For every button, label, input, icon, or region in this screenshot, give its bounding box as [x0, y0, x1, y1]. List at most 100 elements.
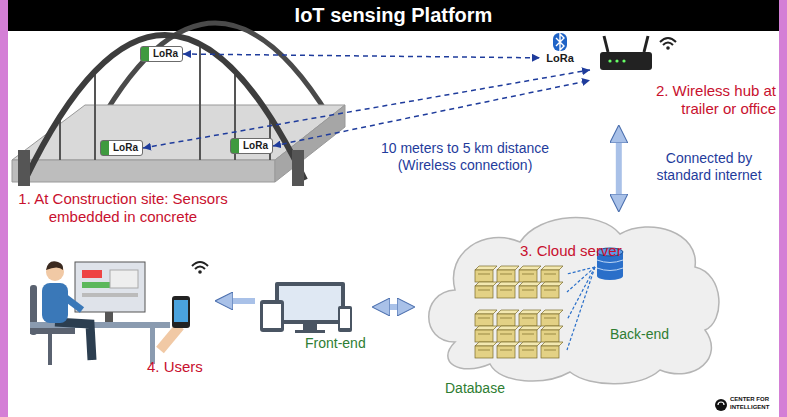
- server-box: [541, 310, 563, 326]
- bluetooth-badge: [553, 33, 567, 51]
- backend-db: [597, 260, 623, 263]
- server-box: [497, 266, 519, 282]
- server-top: [475, 282, 497, 286]
- server-front: [475, 270, 493, 282]
- server-box: [475, 266, 497, 282]
- antenna: [644, 36, 648, 52]
- back-end-label: Back-end: [610, 326, 669, 343]
- wifi-dot: [666, 46, 670, 50]
- server-top: [541, 326, 563, 330]
- server-top: [475, 310, 497, 314]
- server-front: [519, 286, 537, 298]
- backend-link: [567, 267, 595, 350]
- screen-block: [82, 293, 138, 297]
- server-box: [519, 342, 541, 358]
- monitor-stand: [303, 324, 317, 330]
- server-box: [519, 310, 541, 326]
- sensor-label: LoRa: [243, 140, 268, 152]
- tablet-screen: [263, 304, 281, 328]
- server-top: [475, 326, 497, 330]
- monitor: [275, 282, 345, 324]
- screen-block: [82, 282, 112, 288]
- monitor-base: [295, 330, 325, 333]
- server-front: [497, 330, 515, 342]
- server-top: [541, 266, 563, 270]
- server-slot: [522, 334, 534, 335]
- hand-arm: [160, 326, 180, 350]
- server-slot: [500, 274, 512, 275]
- screen-block: [110, 270, 138, 288]
- backend-link: [567, 267, 595, 292]
- server-slot: [500, 318, 512, 319]
- chair-leg: [48, 334, 52, 365]
- phone-screen: [340, 309, 350, 328]
- hanger: [199, 45, 201, 160]
- wifi-icon: [192, 262, 208, 269]
- server-slot: [500, 350, 512, 351]
- hanger: [94, 72, 96, 160]
- user-torso: [42, 283, 68, 323]
- screen-block: [82, 270, 102, 278]
- server-front: [541, 270, 559, 282]
- user-hair: [46, 261, 63, 270]
- server-top: [475, 266, 497, 270]
- server-front: [519, 314, 537, 326]
- server-slot: [500, 290, 512, 291]
- server-box: [497, 342, 519, 358]
- internet-note: Connected by standard internet: [645, 150, 773, 184]
- pillar: [18, 150, 30, 186]
- server-front: [497, 270, 515, 282]
- server-front: [497, 314, 515, 326]
- wireless-hub: 2. Wireless hub at trailer or office: [590, 30, 782, 125]
- server-slot: [478, 274, 490, 275]
- router-light: [608, 59, 611, 62]
- server-slot: [478, 334, 490, 335]
- server-box: [541, 282, 563, 298]
- construction-site: 1. At Construction site: Sensors embedde…: [10, 34, 350, 234]
- antenna: [604, 36, 608, 52]
- cloud-server: 3. Cloud serverDatabase: [415, 212, 720, 402]
- server-top: [497, 266, 519, 270]
- server-top: [497, 310, 519, 314]
- lora-sensor: LoRa: [140, 46, 183, 62]
- server-box: [475, 326, 497, 342]
- server-box: [497, 326, 519, 342]
- server-slot: [544, 274, 556, 275]
- front-arch: [25, 35, 305, 180]
- server-top: [519, 342, 541, 346]
- wireless-link: [183, 54, 540, 58]
- title-bar: [8, 0, 779, 31]
- cloud-outline: [429, 218, 719, 384]
- cloud-label: 3. Cloud server: [520, 242, 622, 260]
- sensor-label: LoRa: [113, 142, 138, 154]
- server-slot: [522, 274, 534, 275]
- server-top: [541, 342, 563, 346]
- server-front: [519, 346, 537, 358]
- hand-phone: [172, 296, 190, 328]
- user-monitor: [75, 262, 145, 312]
- router-light: [622, 59, 625, 62]
- server-front: [541, 314, 559, 326]
- tablet: [260, 300, 284, 332]
- server-front: [475, 286, 493, 298]
- server-top: [541, 310, 563, 314]
- wireless-link: [143, 70, 590, 148]
- lora-sensor: LoRa: [230, 138, 273, 154]
- server-box: [497, 310, 519, 326]
- users: 4. Users: [25, 250, 215, 382]
- wireless-link: [273, 80, 590, 146]
- server-slot: [478, 290, 490, 291]
- front-end-label: Front-end: [305, 335, 366, 352]
- router-light: [615, 59, 618, 62]
- front-end-devices: Front-end: [255, 275, 372, 353]
- server-top: [497, 342, 519, 346]
- cloud-shape: [415, 212, 720, 402]
- server-front: [541, 346, 559, 358]
- lora-gateway: LoRa: [540, 32, 580, 66]
- pillar: [292, 150, 304, 186]
- server-slot: [522, 290, 534, 291]
- server-front: [475, 330, 493, 342]
- wifi-icon: [660, 38, 676, 45]
- phone: [338, 306, 352, 332]
- sensor-label: LoRa: [153, 48, 178, 60]
